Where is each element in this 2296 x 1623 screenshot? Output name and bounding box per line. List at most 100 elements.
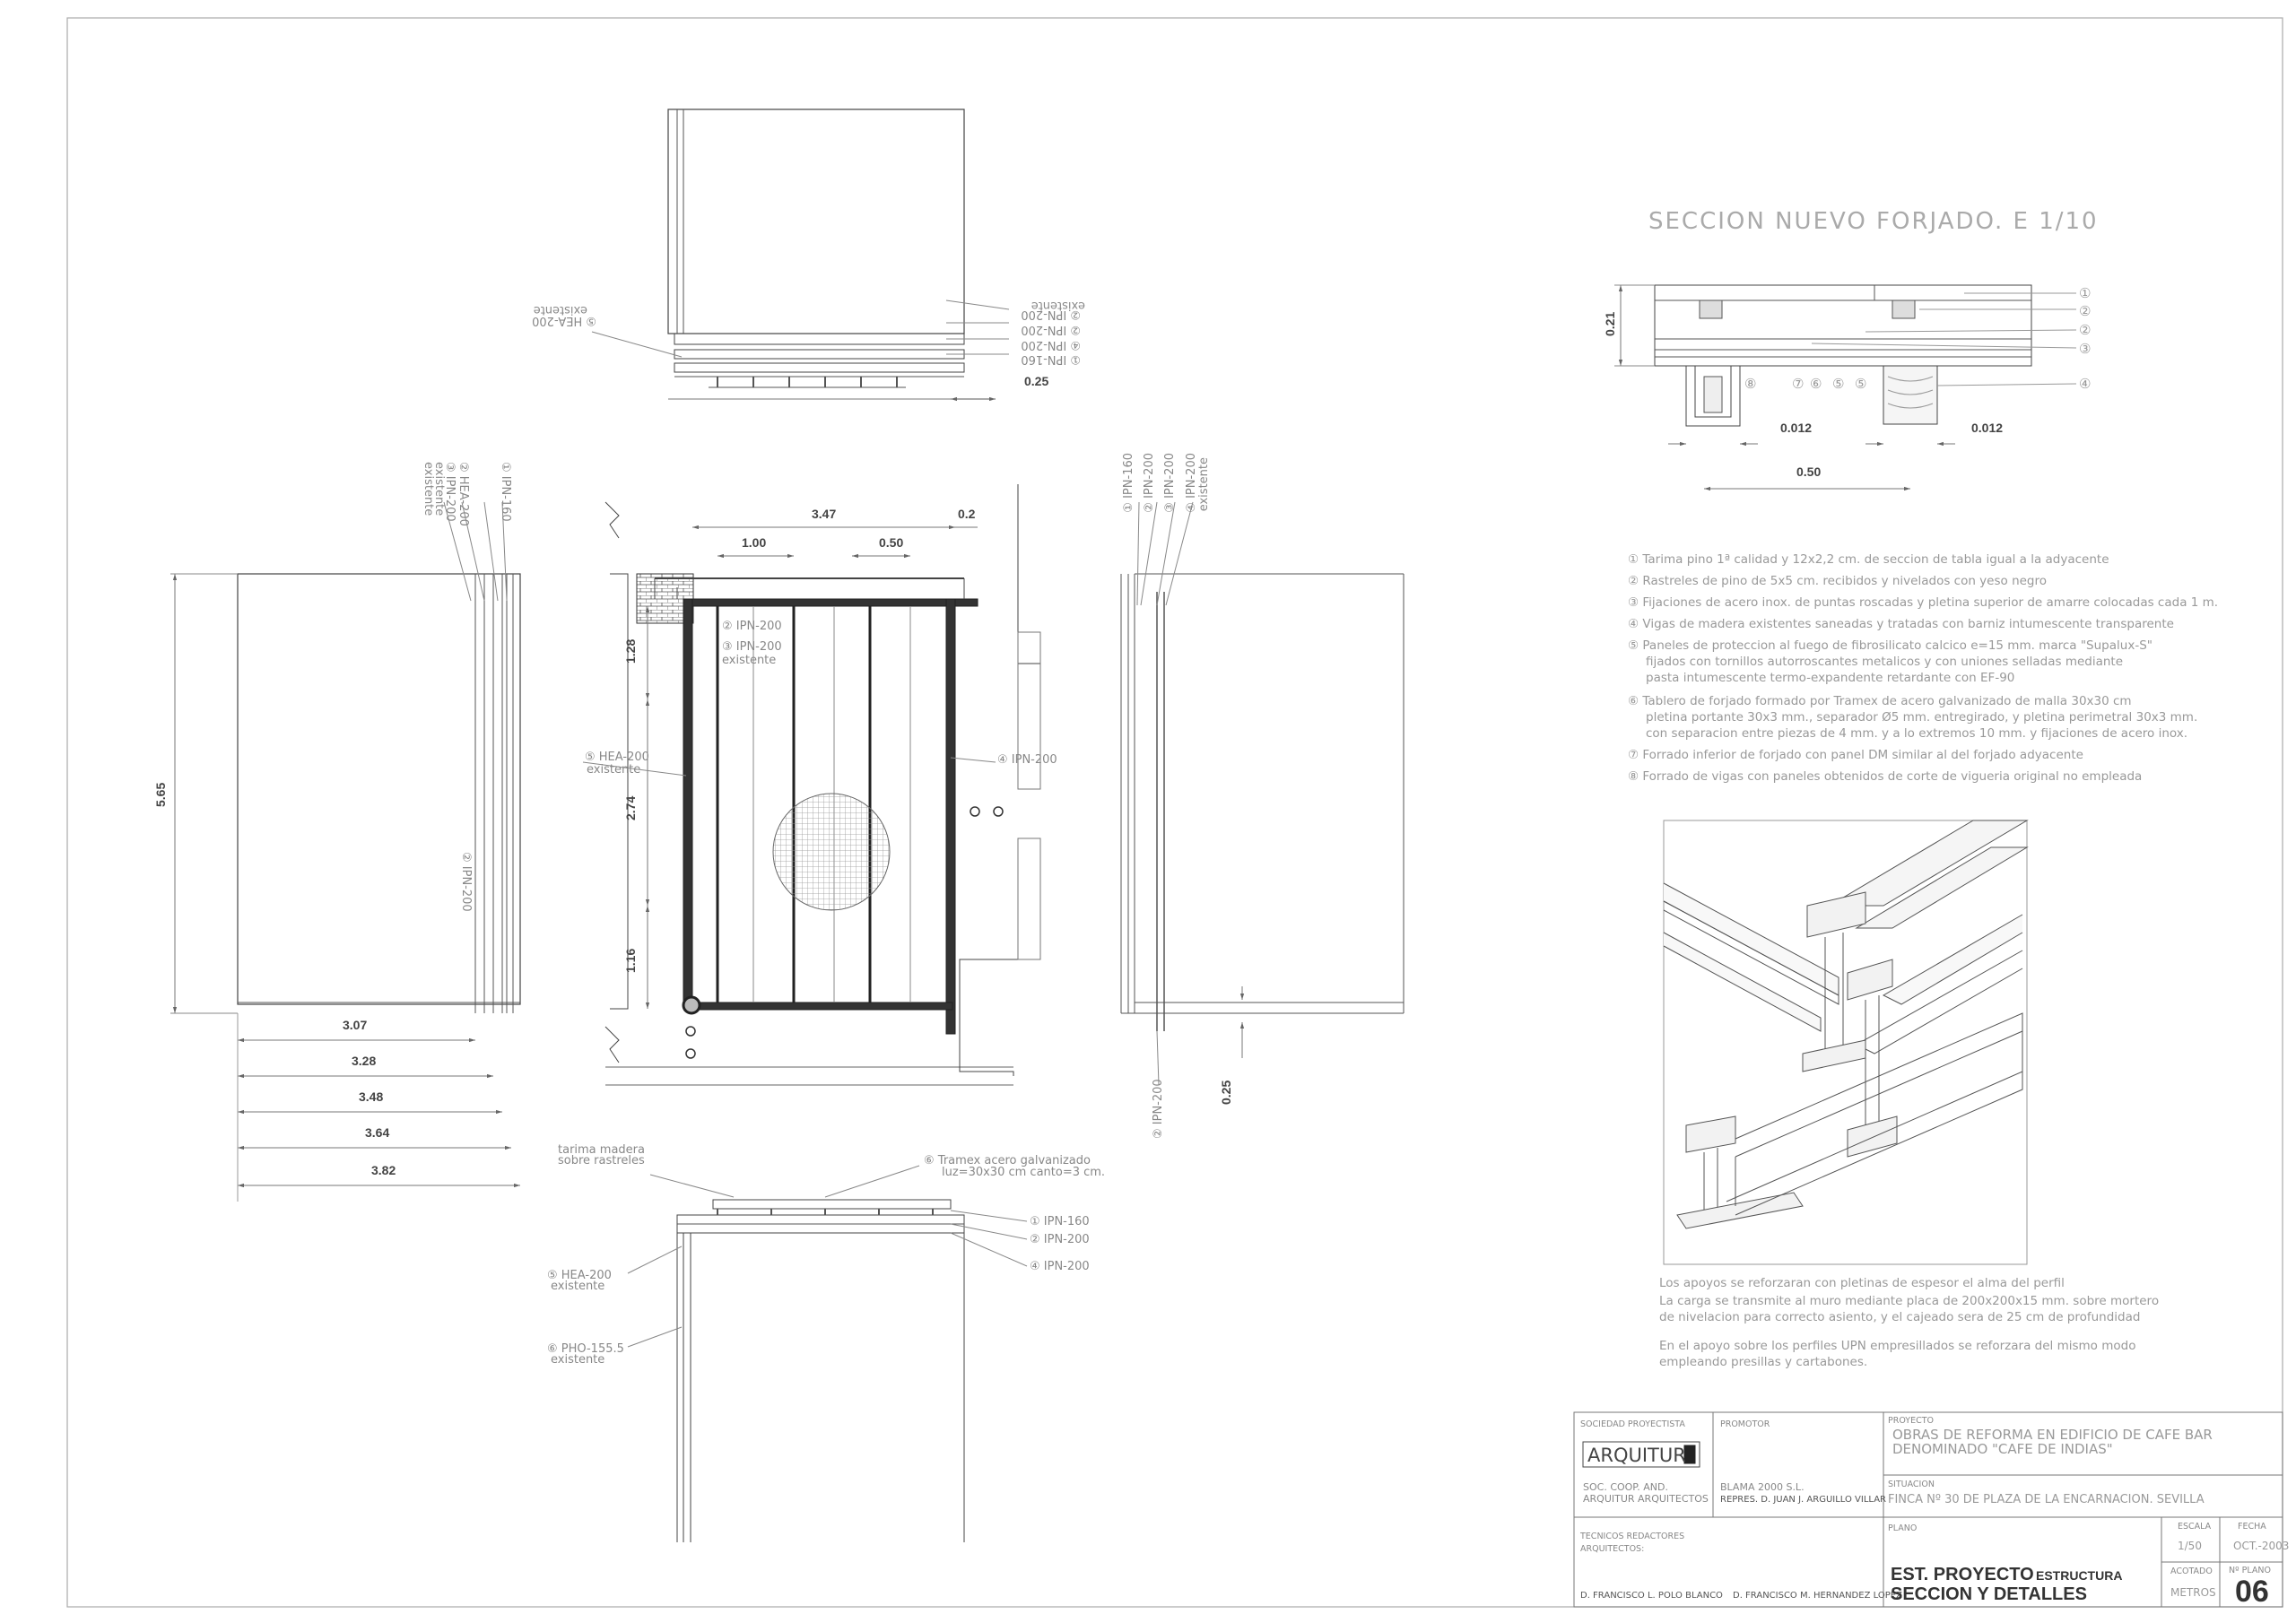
right-label-ipn200b: ③ IPN-200 bbox=[1163, 453, 1177, 513]
legend-line: ③ Fijaciones de acero inox. de puntas ro… bbox=[1628, 595, 2218, 610]
section-callout-3: ② bbox=[2079, 322, 2091, 338]
tb-logo: ARQUITUR bbox=[1587, 1445, 1686, 1466]
legend-line: ⑤ Paneles de proteccion al fuego de fibr… bbox=[1628, 638, 2152, 653]
left-height-dim: 5.65 bbox=[153, 783, 168, 807]
plan-label-existente: existente bbox=[722, 654, 776, 667]
tb-promotor-name-1: BLAMA 2000 S.L. bbox=[1720, 1481, 1805, 1493]
section-detail bbox=[1614, 284, 2077, 491]
legend-line: fijados con tornillos autorroscantes met… bbox=[1646, 655, 2123, 669]
plan-label-existente-2: existente bbox=[587, 763, 640, 777]
left-label-existente-2: existente bbox=[422, 462, 435, 516]
left-section-view bbox=[170, 501, 521, 1202]
tb-sociedad-name-1: SOC. COOP. AND. bbox=[1583, 1481, 1668, 1493]
tb-acotado: METROS bbox=[2170, 1586, 2216, 1599]
bottom-label-existente: existente bbox=[551, 1280, 604, 1293]
plan-label-hea200: ⑤ HEA-200 bbox=[585, 751, 649, 764]
section-dim-width: 0.50 bbox=[1796, 464, 1821, 479]
plan-side-dim-2: 2.74 bbox=[623, 796, 638, 820]
bottom-label-ipn200b: ④ IPN-200 bbox=[1030, 1260, 1090, 1273]
legend-line: ② Rastreles de pino de 5x5 cm. recibidos… bbox=[1628, 574, 2047, 588]
right-dim: 0.25 bbox=[1219, 1081, 1233, 1105]
tb-sociedad-name-2: ARQUITUR ARQUITECTOS bbox=[1583, 1493, 1709, 1505]
tb-escala: 1/50 bbox=[2178, 1540, 2202, 1552]
top-label-ipn200-c: ④ IPN-200 bbox=[1021, 338, 1081, 352]
tb-sociedad-label: SOCIEDAD PROYECTISTA bbox=[1580, 1419, 1685, 1429]
tb-situacion-label: SITUACION bbox=[1888, 1480, 1935, 1489]
right-label-ipn200c: ④ IPN-200 bbox=[1185, 453, 1198, 513]
right-label-ipn160: ① IPN-160 bbox=[1122, 453, 1135, 513]
legend-line: ① Tarima pino 1ª calidad y 12x2,2 cm. de… bbox=[1628, 552, 2109, 567]
left-label-hea200: ② HEA-200 bbox=[457, 462, 470, 526]
top-label-hea200: ⑤ HEA-200 bbox=[532, 314, 596, 327]
legend-line: ⑧ Forrado de vigas con paneles obtenidos… bbox=[1628, 769, 2142, 784]
note-line: La carga se transmite al muro mediante p… bbox=[1659, 1294, 2159, 1308]
section-callout-2: ② bbox=[2079, 303, 2091, 319]
top-dim: 0.25 bbox=[1024, 374, 1048, 388]
plan-dim-c: 0.2 bbox=[958, 507, 976, 521]
tb-nplano-label: Nº PLANO bbox=[2229, 1566, 2271, 1575]
title-block bbox=[1573, 1411, 2283, 1608]
sheet-border bbox=[66, 17, 2283, 1608]
tb-promotor-name-2: REPRES. D. JUAN J. ARGUILLO VILLAR bbox=[1720, 1495, 1886, 1505]
tb-fecha: OCT.-2003 bbox=[2233, 1540, 2289, 1552]
section-callout-7: ⑦ bbox=[1792, 376, 1804, 392]
section-dim-left: 0.012 bbox=[1780, 421, 1812, 435]
note-line: de nivelacion para correcto asiento, y e… bbox=[1659, 1310, 2140, 1324]
plan-label-ipn200b: ③ IPN-200 bbox=[722, 640, 782, 654]
plan-dim-total: 3.47 bbox=[812, 507, 836, 521]
left-dim-5: 3.82 bbox=[371, 1163, 396, 1177]
section-callout-5a: ⑤ bbox=[1832, 376, 1844, 392]
section-callout-4: ③ bbox=[2079, 341, 2091, 357]
left-label-ipn200: ③ IPN-200 bbox=[443, 462, 457, 522]
right-section-view bbox=[1120, 501, 1405, 1086]
tb-plano-label: PLANO bbox=[1888, 1523, 1917, 1533]
top-label-existente-2: existente bbox=[534, 303, 587, 317]
tb-plano-2: SECCION Y DETALLES bbox=[1891, 1584, 2087, 1604]
top-section-view bbox=[591, 108, 1010, 402]
left-dim-4: 3.64 bbox=[365, 1125, 389, 1140]
legend-line: ④ Vigas de madera existentes saneadas y … bbox=[1628, 617, 2174, 631]
left-label-ipn160: ① IPN-160 bbox=[499, 462, 512, 522]
legend-line: con separacion entre piezas de 4 mm. y a… bbox=[1646, 726, 2187, 741]
section-callout-5: ④ bbox=[2079, 376, 2091, 392]
legend: ① Tarima pino 1ª calidad y 12x2,2 cm. de… bbox=[1628, 552, 2218, 784]
tb-proyecto-label: PROYECTO bbox=[1888, 1416, 1934, 1426]
section-callout-5b: ⑤ bbox=[1855, 376, 1866, 392]
tb-tecnicos-label-2: ARQUITECTOS: bbox=[1580, 1544, 1644, 1554]
plan-label-ipn200a: ② IPN-200 bbox=[722, 620, 782, 633]
plan-side-dim-1: 1.28 bbox=[623, 639, 638, 664]
note-line: Los apoyos se reforzaran con pletinas de… bbox=[1659, 1276, 2065, 1290]
section-callout-8: ⑧ bbox=[1744, 376, 1756, 392]
legend-line: pasta intumescente termo-expandente reta… bbox=[1646, 671, 2014, 685]
legend-line: ⑦ Forrado inferior de forjado con panel … bbox=[1628, 748, 2083, 762]
bottom-label-pho: ⑥ PHO-155.5 bbox=[547, 1342, 624, 1356]
left-mid-label: ② IPN-200 bbox=[459, 852, 473, 912]
plan-dim-b: 0.50 bbox=[879, 535, 903, 550]
tb-nplano: 06 bbox=[2235, 1575, 2269, 1609]
tb-plano-1: EST. PROYECTO bbox=[1891, 1565, 2034, 1584]
top-label-existente: existente bbox=[1031, 299, 1085, 312]
note-line: empleando presillas y cartabones. bbox=[1659, 1355, 1867, 1369]
tb-acotado-label: ACOTADO bbox=[2170, 1567, 2213, 1576]
bottom-label-ipn160: ① IPN-160 bbox=[1030, 1215, 1090, 1228]
top-label-ipn160: ① IPN-160 bbox=[1021, 352, 1081, 366]
plan-side-dim-3: 1.16 bbox=[623, 949, 638, 973]
left-dim-1: 3.07 bbox=[343, 1018, 367, 1032]
tb-situacion: FINCA Nº 30 DE PLAZA DE LA ENCARNACION. … bbox=[1888, 1493, 2205, 1506]
plan-label-ipn200c: ④ IPN-200 bbox=[997, 753, 1057, 767]
right-label-existente: existente bbox=[1197, 457, 1211, 511]
tb-tecnico-1: D. FRANCISCO L. POLO BLANCO bbox=[1580, 1591, 1723, 1601]
left-dim-3: 3.48 bbox=[359, 1089, 383, 1104]
bottom-tramex-1: ⑥ Tramex acero galvanizado bbox=[924, 1154, 1091, 1167]
plan-dim-a: 1.00 bbox=[742, 535, 766, 550]
note-line: En el apoyo sobre los perfiles UPN empre… bbox=[1659, 1339, 2135, 1353]
legend-line: pletina portante 30x3 mm., separador Ø5 … bbox=[1646, 710, 2197, 725]
left-label-existente: existente bbox=[432, 462, 446, 516]
section-dim-right: 0.012 bbox=[1971, 421, 2003, 435]
tb-tecnicos-label-1: TECNICOS REDACTORES bbox=[1579, 1532, 1684, 1541]
bottom-section-view bbox=[627, 1165, 1028, 1542]
top-label-ipn200-b: ② IPN-200 bbox=[1021, 323, 1081, 336]
section-callout-6: ⑥ bbox=[1810, 376, 1822, 392]
section-title: SECCION NUEVO FORJADO. E 1/10 bbox=[1648, 208, 2099, 235]
